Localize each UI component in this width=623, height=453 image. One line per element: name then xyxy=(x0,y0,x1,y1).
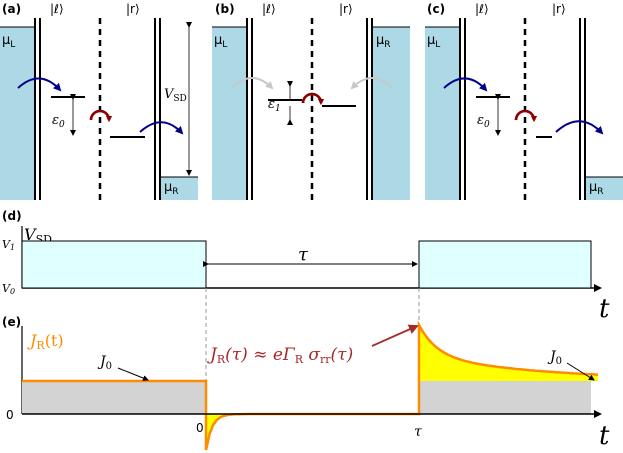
baseline-area-1 xyxy=(22,381,206,414)
j0-left-label: J0 xyxy=(97,354,112,372)
mu-left-label: μL xyxy=(427,33,440,50)
left-reservoir xyxy=(425,27,459,200)
peak-current-equation: JR(τ) ≈ eΓR σrr(τ) xyxy=(207,345,353,366)
interdot-arrow-bottom xyxy=(301,92,324,105)
zero-current-label: 0 xyxy=(6,408,14,422)
mu-right-label: μR xyxy=(164,180,179,197)
mu-left-label: μL xyxy=(2,33,15,50)
bias-pulse-2 xyxy=(418,240,592,289)
time-axis-label: t xyxy=(599,294,610,324)
left-reservoir xyxy=(212,27,246,200)
ket-left: |ℓ⟩ xyxy=(475,2,489,16)
j0-right-pointer xyxy=(566,362,595,381)
j0-right-label: J0 xyxy=(547,349,562,367)
panel-b-label: (b) xyxy=(215,2,235,16)
right-reservoir xyxy=(586,177,623,200)
bias-label: VSD xyxy=(164,87,187,104)
tunnel-in-arrow-right xyxy=(350,77,393,90)
interdot-arrow-bottom xyxy=(514,109,537,122)
current-axis-label: JR(t) xyxy=(27,331,64,352)
right-reservoir xyxy=(161,177,198,200)
mu-right-label: μR xyxy=(376,33,391,50)
baseline-area-2 xyxy=(419,381,591,414)
detuning-label: ε0 xyxy=(52,113,65,130)
tunnel-in-arrow xyxy=(231,77,274,90)
interdot-arrow-bottom xyxy=(89,109,112,122)
transient-dip-area xyxy=(206,414,274,450)
panel-b: (b) |ℓ⟩ |r⟩ μL μR ε1 xyxy=(212,2,410,200)
v0-label: V0 xyxy=(2,282,15,296)
tau-label: τ xyxy=(298,244,309,265)
tunnel-out-arrow xyxy=(139,121,184,135)
transient-excess-area xyxy=(419,325,598,381)
v1-label: V1 xyxy=(2,238,15,252)
mu-right-label: μR xyxy=(589,180,604,197)
panel-a: (a) |ℓ⟩ |r⟩ μL μR ε0 VSD xyxy=(0,2,198,200)
ket-right: |r⟩ xyxy=(339,2,353,16)
detuning-label: ε0 xyxy=(477,113,490,130)
bias-pulse-1 xyxy=(21,240,207,289)
time-zero-label: 0 xyxy=(196,421,204,435)
tunnel-in-arrow xyxy=(17,77,62,92)
j0-left-pointer xyxy=(117,367,149,381)
left-reservoir xyxy=(0,27,34,200)
panel-e-label: (e) xyxy=(2,315,21,329)
tunnel-out-arrow xyxy=(555,120,604,135)
time-axis-label: t xyxy=(599,421,610,451)
mu-left-label: μL xyxy=(214,33,227,50)
panel-e: (e) JR(t) 0 0 τ t J0 J0 JR(τ) ≈ eΓR σrr(… xyxy=(2,288,610,451)
panel-c: (c) |ℓ⟩ |r⟩ μL μR ε0 xyxy=(425,2,623,200)
panel-d-label: (d) xyxy=(2,209,22,223)
equation-pointer xyxy=(371,324,419,347)
right-reservoir xyxy=(373,27,410,200)
ket-left: |ℓ⟩ xyxy=(262,2,276,16)
panel-a-label: (a) xyxy=(2,2,21,16)
ket-right: |r⟩ xyxy=(126,2,140,16)
panel-c-label: (c) xyxy=(427,2,445,16)
panel-d: (d) VSD V1 V0 τ t xyxy=(2,209,610,324)
tunnel-in-arrow xyxy=(443,77,488,92)
ket-right: |r⟩ xyxy=(552,2,566,16)
detuning-label: ε1 xyxy=(268,97,281,114)
ket-left: |ℓ⟩ xyxy=(50,2,64,16)
time-tau-label: τ xyxy=(414,424,422,440)
